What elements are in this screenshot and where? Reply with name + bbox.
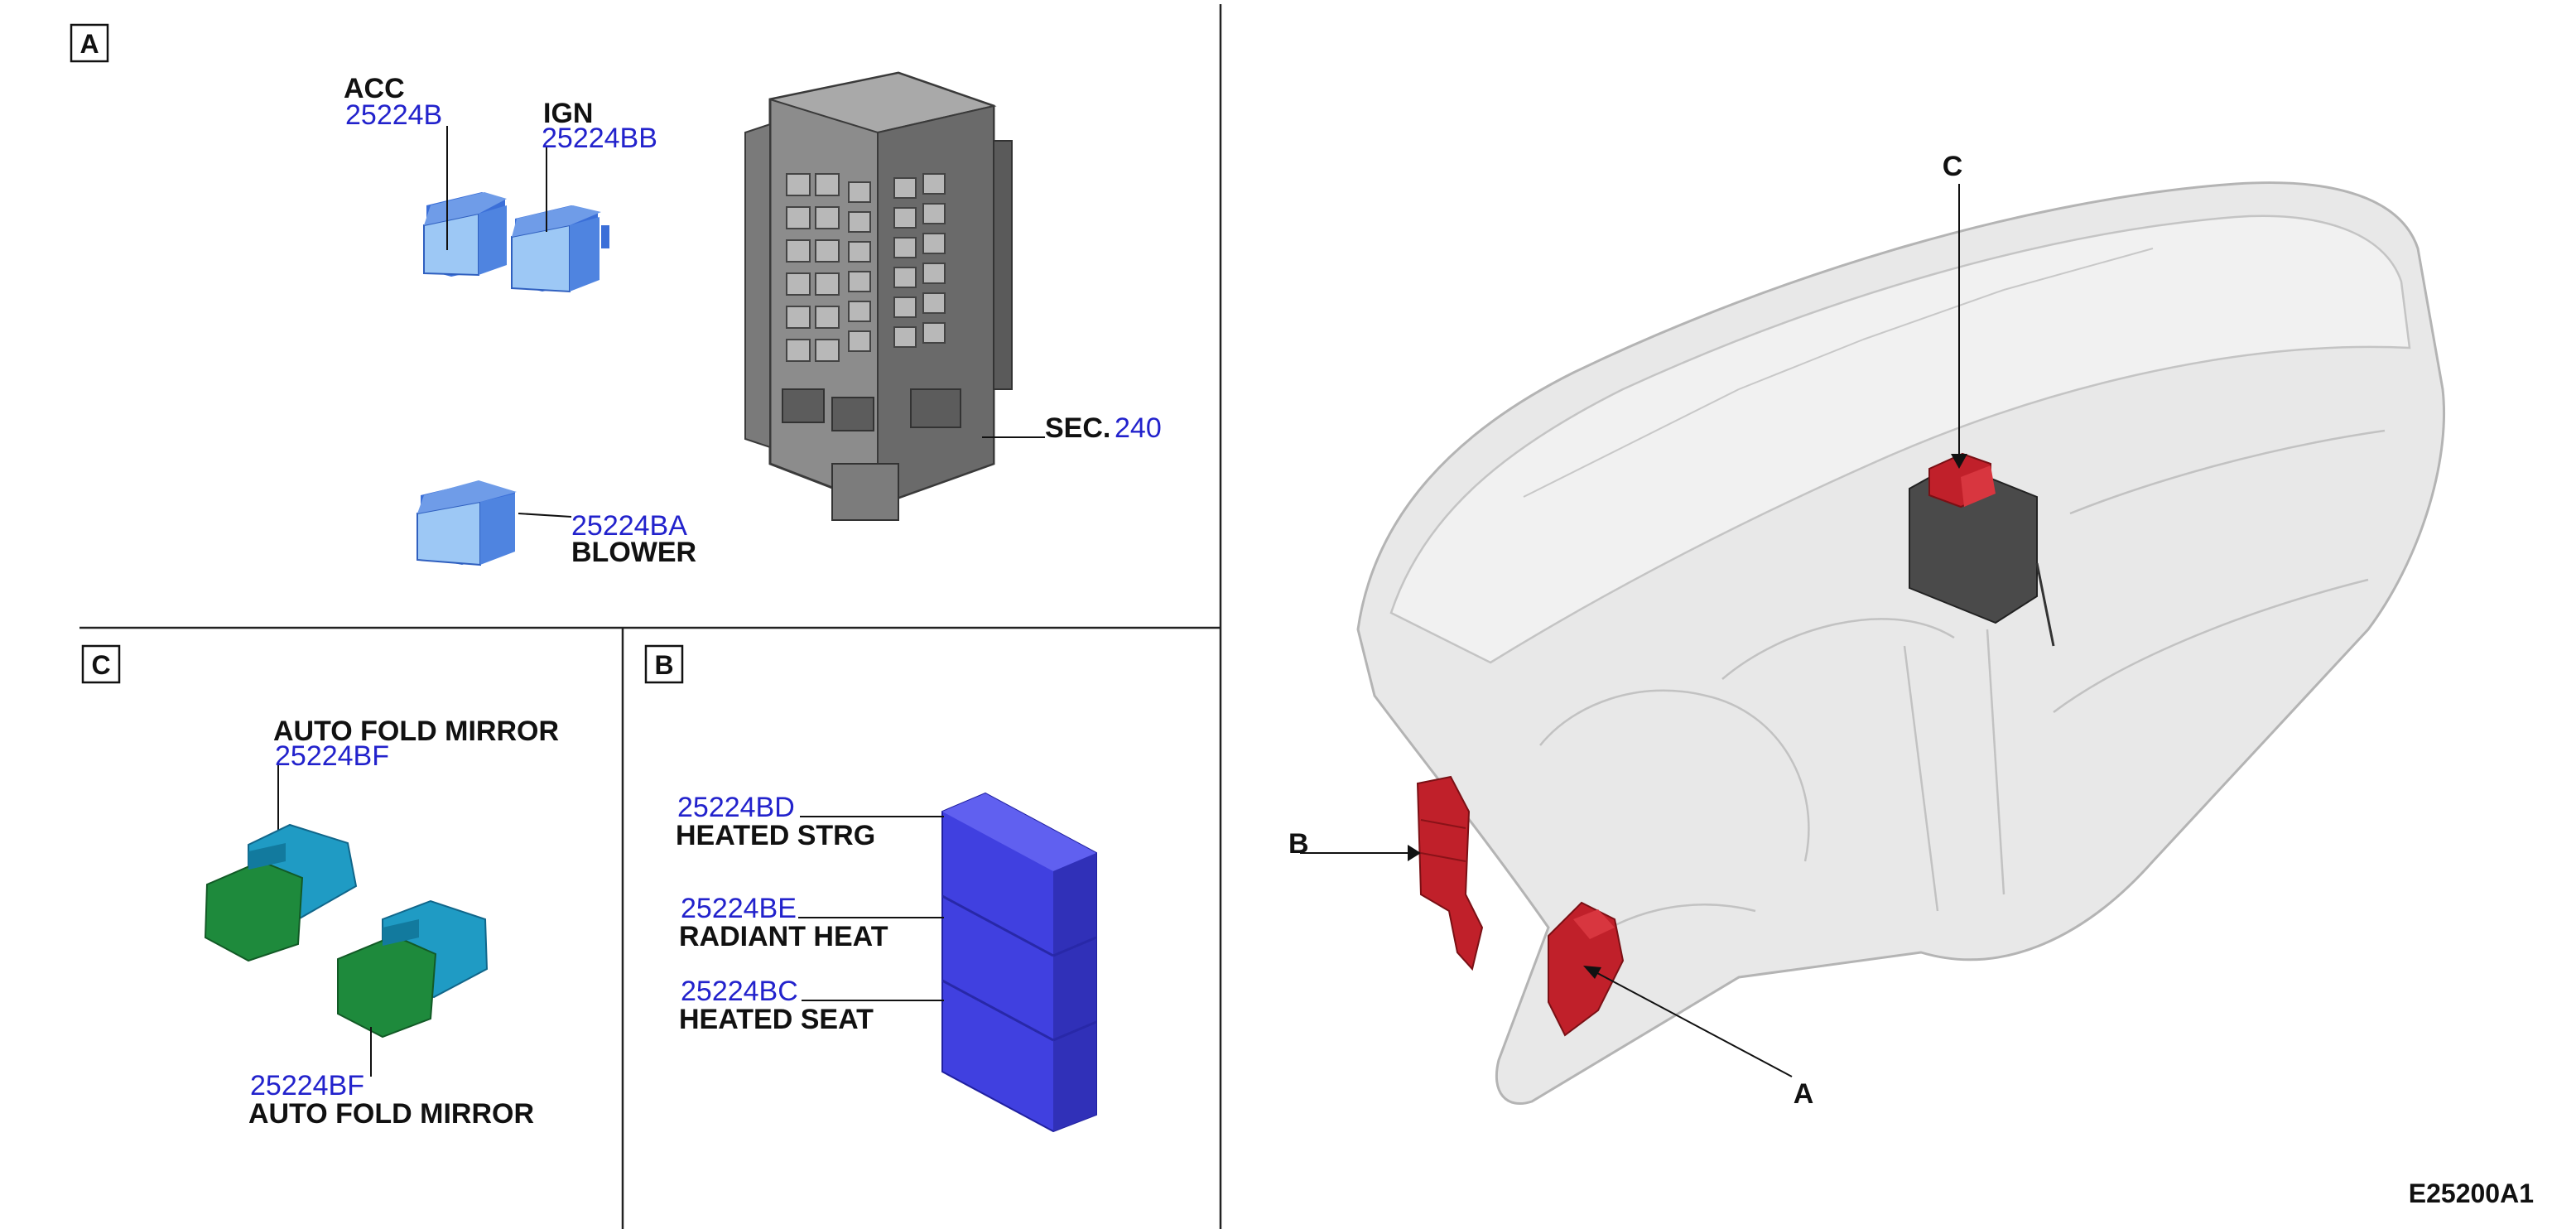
blower-relay bbox=[416, 480, 517, 566]
panel-dividers bbox=[79, 4, 1222, 1229]
callout-b-letter: B bbox=[1288, 828, 1309, 860]
mirror-relay-top bbox=[204, 823, 358, 962]
panel-c-letter-box bbox=[81, 644, 121, 684]
blower-leader-line bbox=[518, 513, 572, 518]
blower-part-number: 25224BA bbox=[571, 510, 687, 542]
panel-c: C AUTO FOLD MIRROR 25224BF 25224BF AUTO … bbox=[81, 644, 559, 1130]
mirror-bottom-part-number: 25224BF bbox=[250, 1070, 364, 1101]
mirror-top-part-number: 25224BF bbox=[275, 740, 389, 772]
heater-item-1: 25224BD HEATED STRG bbox=[676, 792, 944, 851]
heater-item-3-label: HEATED SEAT bbox=[679, 1004, 874, 1035]
location-a-module bbox=[1548, 901, 1625, 1037]
diagram-id: E25200A1 bbox=[2409, 1178, 2534, 1208]
ign-label: IGN bbox=[543, 98, 593, 129]
junction-block bbox=[744, 71, 1013, 521]
heater-item-2-part-number: 25224BE bbox=[681, 893, 797, 924]
panel-b-letter-box bbox=[644, 644, 684, 684]
heater-relay-stack bbox=[941, 792, 1097, 1133]
callout-c-arrowhead bbox=[1951, 454, 1967, 469]
defrost-vent-strip bbox=[1523, 248, 2154, 498]
heater-item-1-label: HEATED STRG bbox=[676, 820, 875, 851]
heater-item-2: 25224BE RADIANT HEAT bbox=[679, 893, 944, 952]
sec-number: 240 bbox=[1115, 412, 1162, 444]
ign-relay bbox=[511, 205, 609, 293]
mirror-relay-bottom bbox=[337, 899, 489, 1039]
mirror-top-label: AUTO FOLD MIRROR bbox=[273, 716, 559, 747]
sec-prefix: SEC. bbox=[1045, 412, 1110, 444]
callout-a-leader-line bbox=[1586, 966, 1793, 1077]
heater-item-2-label: RADIANT HEAT bbox=[679, 921, 888, 952]
dashboard-top-surface bbox=[1389, 214, 2411, 664]
panel-c-letter: C bbox=[91, 650, 110, 680]
location-c-module bbox=[1909, 452, 2055, 647]
dashboard-lower-structure bbox=[1539, 429, 2386, 953]
callout-a-letter: A bbox=[1794, 1078, 1814, 1110]
panel-a: A ACC 25224B IGN 25224BB 2 bbox=[70, 23, 1162, 568]
acc-label: ACC bbox=[344, 73, 405, 104]
heater-item-3: 25224BC HEATED SEAT bbox=[679, 976, 944, 1035]
callout-b-arrowhead bbox=[1408, 845, 1421, 861]
blower-label: BLOWER bbox=[571, 537, 696, 568]
panel-b: B 25224BD HEATED STRG 25224BE RADIANT HE… bbox=[644, 644, 1097, 1133]
heater-item-1-part-number: 25224BD bbox=[677, 792, 795, 823]
dashboard-view: C B A bbox=[1288, 151, 2446, 1110]
panel-a-letter: A bbox=[79, 29, 99, 59]
ign-part-number: 25224BB bbox=[542, 123, 657, 154]
acc-relay bbox=[423, 192, 507, 277]
mirror-bottom-label: AUTO FOLD MIRROR bbox=[248, 1098, 534, 1130]
location-b-module bbox=[1416, 775, 1484, 971]
callout-a-arrowhead bbox=[1583, 966, 1601, 979]
panel-b-letter: B bbox=[654, 650, 673, 680]
panel-a-letter-box bbox=[70, 23, 109, 63]
callout-c-letter: C bbox=[1943, 151, 1963, 182]
acc-part-number: 25224B bbox=[345, 99, 442, 131]
heater-item-3-part-number: 25224BC bbox=[681, 976, 798, 1007]
